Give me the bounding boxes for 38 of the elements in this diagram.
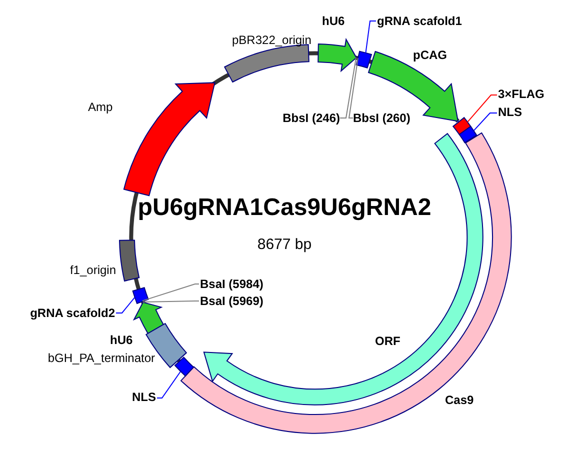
feature-label: hU6 bbox=[322, 13, 345, 29]
leader-line bbox=[473, 112, 498, 132]
leader-line bbox=[142, 300, 200, 302]
signal-block bbox=[458, 126, 478, 144]
site-label: 3×FLAG bbox=[498, 86, 544, 102]
feature-label: bGH_PA_terminator bbox=[48, 350, 155, 366]
leader-line bbox=[348, 58, 358, 118]
site-label: gRNA scafold2 bbox=[30, 305, 115, 321]
leader-line bbox=[365, 20, 376, 54]
promoter-feature bbox=[318, 38, 357, 72]
feature-label: pBR322_origin bbox=[232, 32, 312, 48]
site-label: NLS bbox=[132, 389, 156, 405]
leader-line bbox=[116, 296, 136, 314]
scaffold-block bbox=[356, 50, 372, 68]
feature-label: Cas9 bbox=[445, 392, 474, 408]
origin-block bbox=[119, 240, 140, 282]
feature-label: ORF bbox=[375, 333, 400, 349]
site-label: NLS bbox=[498, 104, 522, 120]
gene-arrow bbox=[123, 82, 216, 196]
feature-label: hU6 bbox=[110, 332, 133, 348]
site-label: BsaI (5984) bbox=[200, 276, 264, 292]
tag-block bbox=[452, 117, 472, 135]
site-label: gRNA scafold1 bbox=[377, 13, 462, 29]
leader-line bbox=[340, 57, 357, 118]
promoter-feature bbox=[134, 302, 164, 334]
feature-label: Amp bbox=[88, 99, 113, 115]
leader-line bbox=[142, 284, 200, 302]
site-label: BsaI (5969) bbox=[200, 293, 264, 309]
plasmid-size: 8677 bp bbox=[257, 236, 312, 253]
feature-label: f1_origin bbox=[70, 262, 116, 278]
plasmid-name: pU6gRNA1Cas9U6gRNA2 bbox=[138, 194, 432, 221]
leader-line bbox=[467, 94, 498, 123]
site-label: BbsI (246) bbox=[282, 110, 340, 126]
site-label: BbsI (260) bbox=[353, 110, 410, 126]
signal-block bbox=[174, 356, 194, 376]
leader-line bbox=[156, 370, 182, 398]
scaffold-block bbox=[132, 287, 149, 304]
feature-label: pCAG bbox=[413, 47, 447, 63]
